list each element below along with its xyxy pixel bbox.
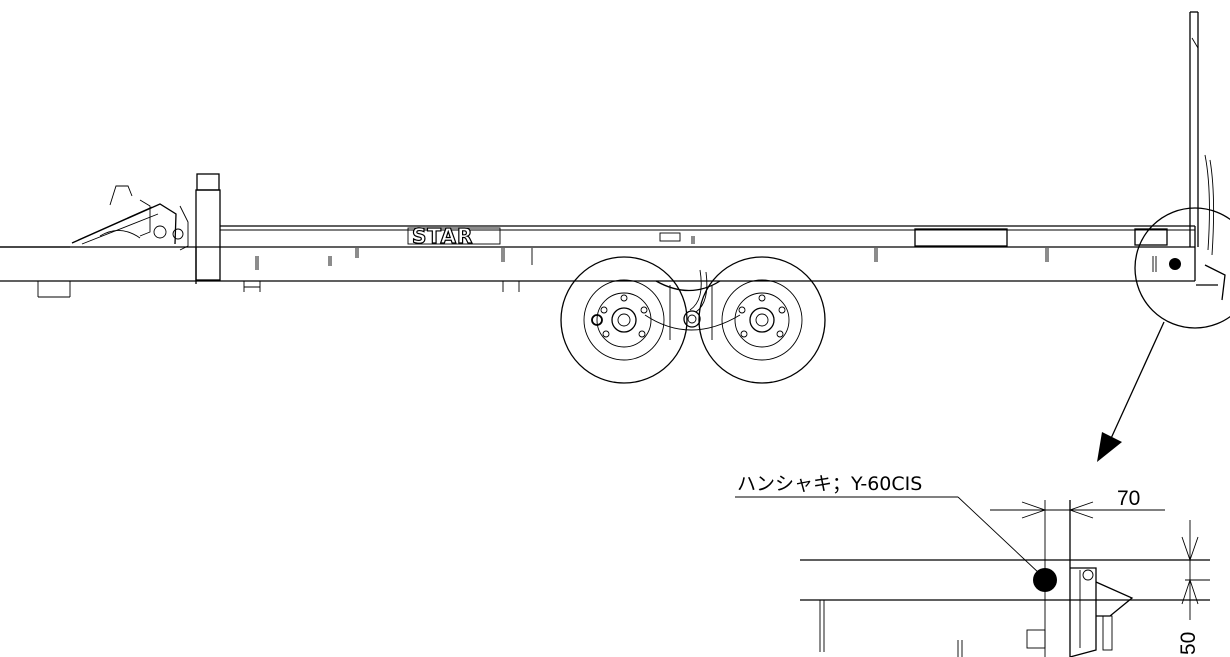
dimension-70: 70 [1117, 487, 1140, 510]
suspension [591, 269, 741, 340]
dimension-50: 50 [1177, 632, 1200, 655]
dimension-horizontal [990, 501, 1165, 519]
detail-callout-circle [1097, 207, 1230, 462]
trailer-frame [0, 11, 1226, 301]
frame-brackets [37, 228, 1168, 298]
wheel-front [560, 256, 688, 384]
brand-logo: STAR [407, 223, 501, 249]
logo-text: STAR [412, 224, 473, 248]
wheel-rear [698, 256, 826, 384]
part-label-leader [735, 496, 1041, 575]
detail-enlargement [800, 500, 1210, 657]
dimension-vertical [1181, 520, 1210, 620]
part-label: ハンシャキ；Y-60CIS [737, 473, 922, 495]
reflector-marker [1169, 258, 1181, 270]
hitch-assembly [0, 185, 189, 251]
reflector-detail [1033, 568, 1057, 592]
